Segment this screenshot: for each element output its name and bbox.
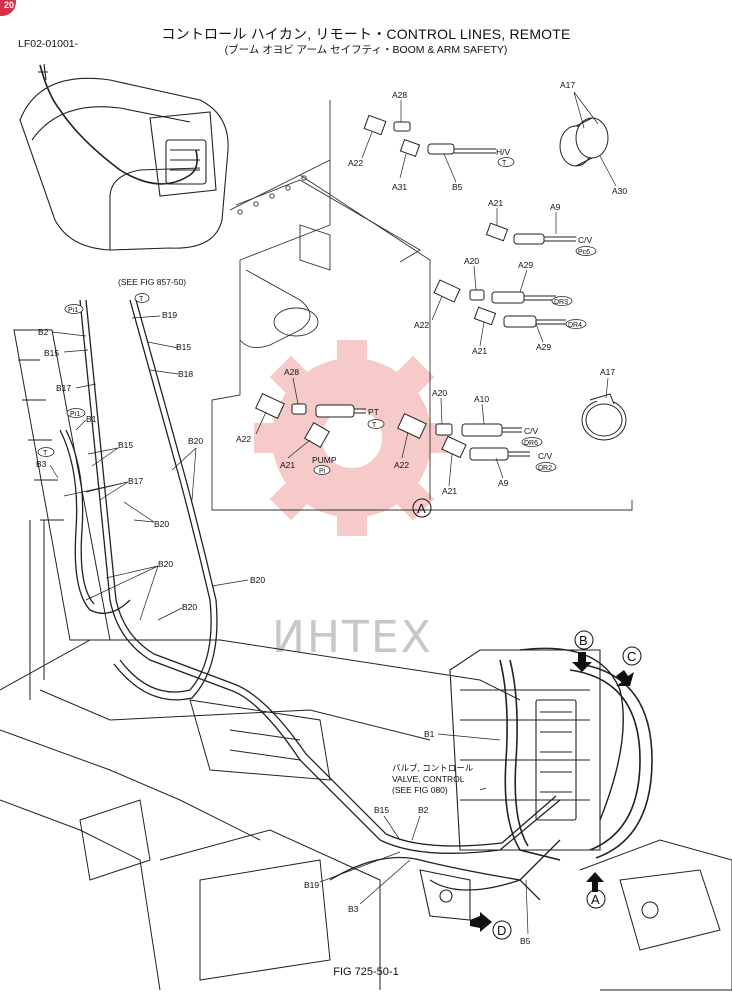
part-b18: B18	[178, 369, 193, 379]
label-pt: PT	[368, 407, 379, 417]
tag-t-pt: T	[372, 422, 377, 429]
part-b20-3: B20	[158, 559, 173, 569]
callout-detail-a: A	[417, 501, 426, 516]
callout-arrow-a: A	[591, 892, 600, 907]
callout-arrow-d: D	[497, 923, 506, 938]
note-see-fig-857: (SEE FIG 857-50)	[118, 277, 186, 287]
part-a28-top: A28	[392, 90, 407, 100]
part-b1-right: B1	[424, 729, 435, 739]
watermark-gear-icon	[254, 340, 450, 536]
part-b17-1: B17	[56, 383, 71, 393]
part-b5-top: B5	[452, 182, 463, 192]
part-a21-3: A21	[280, 460, 295, 470]
part-a29-1: A29	[518, 260, 533, 270]
tag-pi1-top: Pi1	[68, 307, 78, 314]
fittings-detail-a	[255, 114, 627, 461]
part-b19: B19	[162, 310, 177, 320]
part-b15-bottom: B15	[374, 805, 389, 815]
part-a22-3: A22	[236, 434, 251, 444]
tag-t-top: T	[139, 296, 144, 303]
watermark-text: ИНТЕХ	[272, 612, 433, 663]
document-code: LF02-01001-	[18, 38, 79, 50]
callout-arrow-b: B	[579, 633, 588, 648]
tag-dr3: DR3	[554, 299, 568, 306]
control-valve	[419, 647, 653, 921]
part-b2-bottom: B2	[418, 805, 429, 815]
direction-arrows	[470, 652, 634, 932]
part-a29-2: A29	[536, 342, 551, 352]
part-b15-left: B15	[44, 348, 59, 358]
part-a22-top: A22	[348, 158, 363, 168]
part-a21-4: A21	[442, 486, 457, 496]
part-a17-top: A17	[560, 80, 575, 90]
tag-dr4: DR4	[568, 322, 582, 329]
part-b17-2: B17	[128, 476, 143, 486]
part-b19-bottom: B19	[304, 880, 319, 890]
part-b2: B2	[38, 327, 49, 337]
callout-arrow-c: C	[627, 649, 636, 664]
part-a17-2: A17	[600, 367, 615, 377]
label-cv-1: C/V	[578, 235, 593, 245]
callout-circles	[412, 498, 642, 940]
part-a30: A30	[612, 186, 627, 196]
part-a31: A31	[392, 182, 407, 192]
note-valve-en: VALVE, CONTROL	[392, 774, 465, 784]
part-b15-mid: B15	[118, 440, 133, 450]
part-a21-2: A21	[472, 346, 487, 356]
label-cv-2: C/V	[524, 426, 539, 436]
part-a9-1: A9	[550, 202, 561, 212]
tag-t-left: T	[43, 450, 48, 457]
part-a20-2: A20	[432, 388, 447, 398]
tag-pi: Pi	[319, 468, 326, 475]
part-b3-bottom: B3	[348, 904, 359, 914]
tag-dr2: DR2	[538, 465, 552, 472]
detail-a-frame	[211, 100, 633, 511]
part-a28-2: A28	[284, 367, 299, 377]
cab-illustration	[19, 63, 229, 251]
part-b20-1: B20	[188, 436, 203, 446]
part-a22-2: A22	[414, 320, 429, 330]
port-tag-shapes	[37, 157, 597, 475]
figure-caption: FIG 725-50-1	[333, 966, 399, 978]
part-b20-4: B20	[250, 575, 265, 585]
part-a9-2: A9	[498, 478, 509, 488]
hose-lines	[59, 299, 561, 901]
part-a10: A10	[474, 394, 489, 404]
label-hv: H/V	[496, 147, 511, 157]
part-b20-5: B20	[182, 602, 197, 612]
boom-structure	[0, 329, 732, 991]
tag-dr6: DR6	[524, 440, 538, 447]
part-a21-1: A21	[488, 198, 503, 208]
page-badge: 20	[0, 0, 16, 16]
note-valve-jp: バルブ, コントロール	[392, 763, 474, 773]
part-b15-right: B15	[176, 342, 191, 352]
part-a22-4: A22	[394, 460, 409, 470]
label-pump: PUMP	[312, 455, 337, 465]
tag-t-hv: T	[502, 160, 507, 167]
page-subtitle: (ブーム オヨビ アーム セイフティ・BOOM & ARM SAFETY)	[224, 44, 508, 56]
note-see-fig-080: (SEE FIG 080)	[392, 785, 448, 795]
tag-pi1-mid: Pi1	[70, 411, 80, 418]
part-b5-bottom: B5	[520, 936, 531, 946]
part-a20-1: A20	[464, 256, 479, 266]
label-cv-3: C/V	[538, 451, 553, 461]
page-title: コントロール ハイカン, リモート・CONTROL LINES, REMOTE	[161, 26, 571, 42]
leader-lines	[49, 91, 617, 935]
part-b3-left: B3	[36, 459, 47, 469]
part-b1-left: B1	[86, 414, 97, 424]
tag-pc6: Pc6	[578, 249, 590, 256]
part-b20-2: B20	[154, 519, 169, 529]
